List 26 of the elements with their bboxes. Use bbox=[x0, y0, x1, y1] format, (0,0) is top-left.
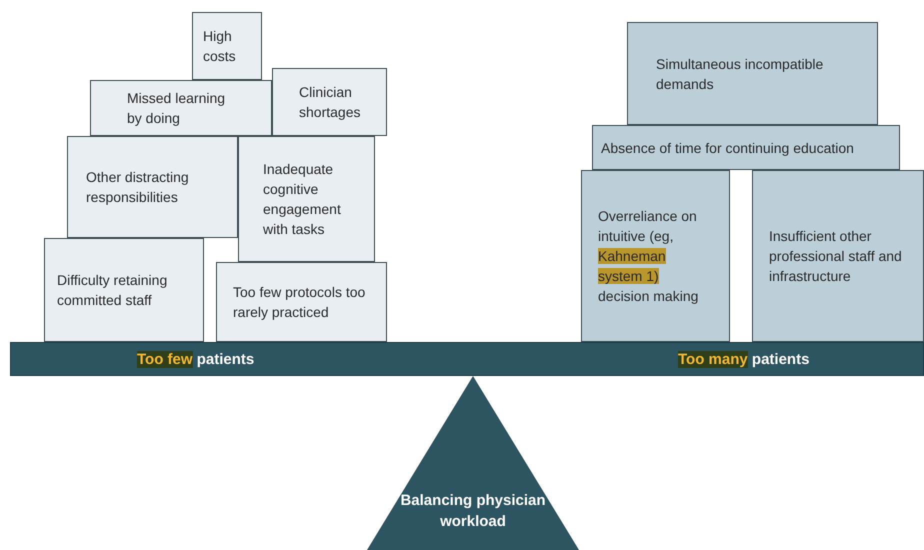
factor-block bbox=[752, 170, 924, 342]
block-text: Inadequate cognitive engagement with tasks bbox=[263, 160, 342, 239]
fulcrum-label: Balancing physician workload bbox=[399, 491, 547, 532]
factor-block bbox=[90, 80, 272, 136]
block-text: High costs bbox=[203, 27, 237, 66]
block-text: Too few protocols too rarely practiced bbox=[233, 283, 366, 322]
factor-block bbox=[238, 136, 375, 262]
factor-block bbox=[592, 125, 900, 170]
block-text: Missed learning by doing bbox=[127, 89, 226, 128]
block-text: Difficulty retaining committed staff bbox=[57, 271, 168, 310]
factor-block bbox=[216, 262, 387, 342]
beam-label: Too few patients bbox=[137, 351, 254, 368]
factor-block bbox=[272, 68, 387, 136]
balance-beam bbox=[10, 342, 924, 376]
block-text: Overreliance on intuitive (eg, Kahneman system 1) decision making bbox=[598, 207, 700, 306]
block-text: Other distracting responsibilities bbox=[86, 168, 190, 207]
beam-label: Too many patients bbox=[678, 351, 810, 368]
factor-block bbox=[44, 238, 204, 342]
block-text: Insufficient other professional staff and infrastructure bbox=[769, 227, 903, 286]
factor-block bbox=[192, 12, 262, 80]
block-text: Clinician shortages bbox=[299, 83, 360, 122]
factor-block bbox=[581, 170, 730, 342]
factor-block bbox=[627, 22, 878, 125]
block-text: Simultaneous incompatible demands bbox=[656, 54, 824, 94]
factor-block bbox=[67, 136, 238, 238]
block-text: Absence of time for continuing education bbox=[601, 138, 854, 158]
